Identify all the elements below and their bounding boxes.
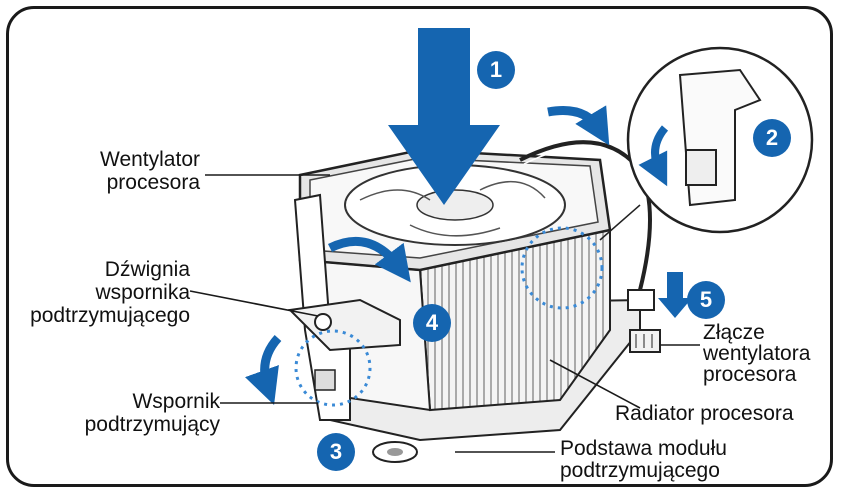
fan-cable <box>519 140 661 353</box>
retention-lever <box>287 193 401 421</box>
curved-arrow-icon <box>638 125 669 187</box>
step-badge-5 <box>687 281 725 319</box>
label-fan: Wentylator procesora <box>100 148 200 194</box>
step-number-5: 5 <box>699 287 713 312</box>
curved-arrow-icon <box>327 236 411 283</box>
step-badge-4 <box>413 304 451 342</box>
curved-arrow-icon <box>244 334 282 405</box>
step-badge-3 <box>317 433 355 471</box>
step-badge-1 <box>477 51 515 89</box>
step-number-2: 2 <box>765 125 779 150</box>
step-number-4: 4 <box>425 310 439 335</box>
label-heatsink: Radiator procesora <box>615 402 794 425</box>
fan <box>298 148 612 272</box>
step-badge-2 <box>753 119 791 157</box>
step-number-1: 1 <box>489 57 503 82</box>
curved-arrow-icon <box>547 105 610 146</box>
leader-lines <box>189 174 700 453</box>
dotted-circle-icon <box>294 329 372 407</box>
zoom-inset <box>599 46 814 241</box>
label-bracket: Wspornik podtrzymujący <box>84 390 220 436</box>
dotted-circle-icon <box>520 226 604 310</box>
label-base: Podstawa modułu podtrzymującego <box>560 437 727 482</box>
down-arrow-icon <box>658 272 692 318</box>
down-arrow-icon <box>388 28 500 205</box>
label-connector: Złącze wentylatora procesora <box>703 321 811 386</box>
step-number-3: 3 <box>329 439 343 464</box>
label-lever: Dźwignia wspornika podtrzymującego <box>30 258 190 327</box>
